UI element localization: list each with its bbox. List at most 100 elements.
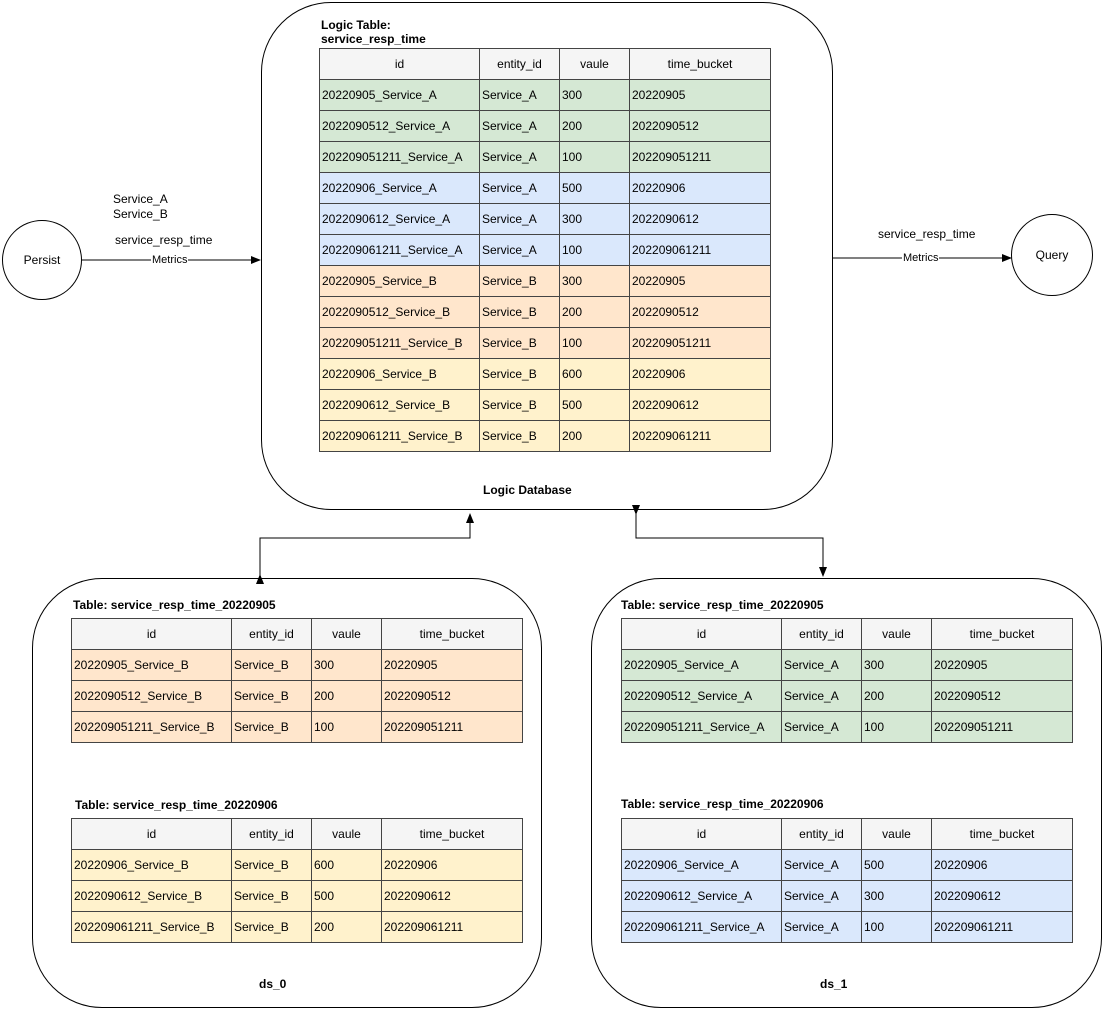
- cell-entity-id: Service_A: [781, 711, 862, 743]
- cell-vaule: 300: [559, 203, 630, 235]
- cell-vaule: 100: [861, 911, 932, 943]
- cell-time-bucket: 2022090612: [629, 203, 771, 235]
- column-header-vaule: vaule: [861, 618, 932, 650]
- cell-vaule: 500: [861, 849, 932, 881]
- cell-vaule: 100: [861, 711, 932, 743]
- cell-vaule: 200: [311, 680, 382, 712]
- table-header-row: id entity_id vaule time_bucket: [621, 818, 1073, 850]
- cell-vaule: 200: [311, 911, 382, 943]
- cell-vaule: 100: [559, 234, 630, 266]
- cell-vaule: 100: [311, 711, 382, 743]
- ds0-label: ds_0: [259, 977, 287, 991]
- cell-time-bucket: 2022090512: [629, 296, 771, 328]
- cell-id: 2022090512_Service_A: [621, 680, 782, 712]
- cell-id: 20220906_Service_B: [71, 849, 232, 881]
- column-header-vaule: vaule: [559, 48, 630, 80]
- cell-time-bucket: 20220906: [629, 358, 771, 390]
- service-b-label: Service_B: [113, 207, 168, 221]
- cell-entity-id: Service_A: [479, 79, 560, 111]
- cell-entity-id: Service_A: [781, 849, 862, 881]
- ds0-table-0906-title: Table: service_resp_time_20220906: [75, 798, 278, 812]
- cell-time-bucket: 2022090612: [381, 880, 523, 912]
- cell-vaule: 200: [559, 420, 630, 452]
- cell-entity-id: Service_A: [781, 911, 862, 943]
- cell-entity-id: Service_A: [479, 110, 560, 142]
- column-header-entity-id: entity_id: [231, 618, 312, 650]
- cell-time-bucket: 20220905: [629, 79, 771, 111]
- cell-id: 2022090512_Service_B: [319, 296, 480, 328]
- cell-id: 20220905_Service_B: [319, 265, 480, 297]
- cell-id: 2022090612_Service_B: [71, 880, 232, 912]
- left-metrics-label: Metrics: [151, 254, 189, 267]
- cell-vaule: 200: [559, 296, 630, 328]
- cell-entity-id: Service_B: [231, 680, 312, 712]
- cell-time-bucket: 20220905: [381, 649, 523, 681]
- cell-time-bucket: 20220906: [381, 849, 523, 881]
- cell-time-bucket: 20220906: [931, 849, 1073, 881]
- cell-vaule: 300: [311, 649, 382, 681]
- cell-entity-id: Service_A: [479, 234, 560, 266]
- logic-table: id entity_id vaule time_bucket 20220905_…: [319, 48, 771, 452]
- logic-table-title-line2: service_resp_time: [321, 32, 426, 46]
- column-header-id: id: [621, 818, 782, 850]
- cell-id: 2022090512_Service_B: [71, 680, 232, 712]
- logic-database-label: Logic Database: [483, 483, 572, 497]
- column-header-id: id: [621, 618, 782, 650]
- cell-vaule: 300: [861, 649, 932, 681]
- cell-time-bucket: 202209051211: [629, 141, 771, 173]
- ds1-table-0906-title: Table: service_resp_time_20220906: [621, 797, 824, 811]
- cell-entity-id: Service_A: [479, 203, 560, 235]
- cell-vaule: 200: [861, 680, 932, 712]
- left-metric-name: service_resp_time: [115, 233, 213, 247]
- column-header-entity-id: entity_id: [231, 818, 312, 850]
- cell-vaule: 500: [559, 172, 630, 204]
- cell-id: 20220905_Service_B: [71, 649, 232, 681]
- cell-entity-id: Service_B: [479, 265, 560, 297]
- cell-time-bucket: 202209061211: [381, 911, 523, 943]
- cell-id: 202209061211_Service_B: [71, 911, 232, 943]
- cell-vaule: 600: [311, 849, 382, 881]
- cell-id: 2022090512_Service_A: [319, 110, 480, 142]
- cell-entity-id: Service_B: [231, 711, 312, 743]
- ds1-table-0906: id entity_id vaule time_bucket 20220906_…: [621, 818, 1073, 943]
- cell-time-bucket: 2022090512: [381, 680, 523, 712]
- cell-id: 20220905_Service_A: [319, 79, 480, 111]
- column-header-time-bucket: time_bucket: [381, 618, 523, 650]
- cell-id: 202209061211_Service_A: [621, 911, 782, 943]
- cell-id: 2022090612_Service_B: [319, 389, 480, 421]
- cell-time-bucket: 202209061211: [931, 911, 1073, 943]
- cell-id: 20220906_Service_A: [621, 849, 782, 881]
- table-header-row: id entity_id vaule time_bucket: [319, 48, 771, 80]
- cell-id: 202209061211_Service_A: [319, 234, 480, 266]
- cell-vaule: 300: [559, 265, 630, 297]
- cell-vaule: 100: [559, 141, 630, 173]
- ds1-table-0905-title: Table: service_resp_time_20220905: [621, 598, 824, 612]
- column-header-id: id: [319, 48, 480, 80]
- cell-id: 2022090612_Service_A: [621, 880, 782, 912]
- cell-time-bucket: 202209051211: [381, 711, 523, 743]
- cell-time-bucket: 2022090512: [931, 680, 1073, 712]
- cell-entity-id: Service_B: [479, 327, 560, 359]
- column-header-entity-id: entity_id: [479, 48, 560, 80]
- cell-entity-id: Service_A: [781, 680, 862, 712]
- ds0-table-0905-title: Table: service_resp_time_20220905: [73, 598, 276, 612]
- cell-id: 20220906_Service_B: [319, 358, 480, 390]
- persist-label: Persist: [23, 253, 61, 267]
- ds1-table-0905: id entity_id vaule time_bucket 20220905_…: [621, 618, 1073, 743]
- cell-vaule: 300: [559, 79, 630, 111]
